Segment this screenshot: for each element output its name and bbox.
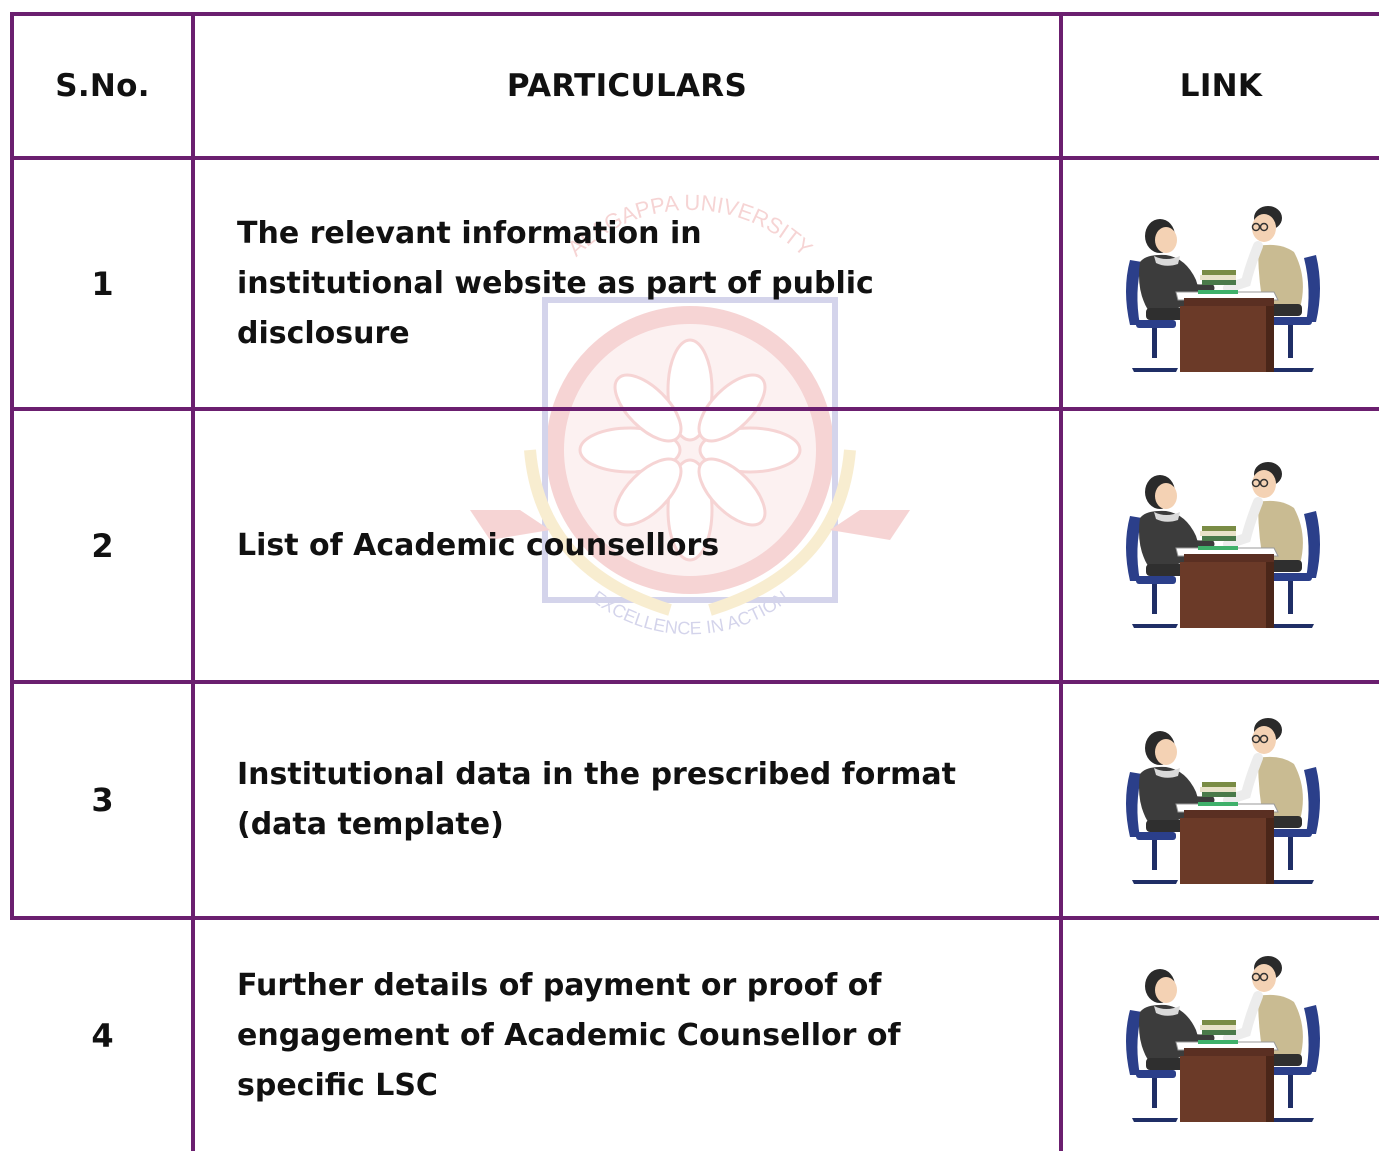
header-link: LINK [1179, 68, 1263, 104]
table-border-row1-bottom [10, 407, 1379, 411]
row-2-link-counselling-icon[interactable] [1118, 456, 1328, 636]
row-1-line-1: The relevant information in [237, 215, 702, 251]
table-border-row3-bottom [10, 916, 1379, 920]
row-4-sno: 4 [91, 1016, 114, 1055]
row-2-sno: 2 [91, 526, 114, 565]
row-1-line-3: disclosure [237, 315, 410, 351]
table-border-top [10, 12, 1379, 16]
row-1-link-counselling-icon[interactable] [1118, 200, 1328, 380]
row-4-link-counselling-icon[interactable] [1118, 950, 1328, 1130]
row-4-line-1: Further details of payment or proof of [237, 967, 882, 1003]
row-3-particulars: Institutional data in the prescribed for… [195, 684, 1059, 916]
row-1-sno: 1 [91, 264, 114, 303]
row-3-line-2: (data template) [237, 807, 504, 842]
row-1-particulars: The relevant information in institutiona… [195, 160, 1059, 407]
table-border-col2 [1059, 12, 1063, 1151]
row-2-particulars: List of Academic counsellors [195, 411, 1059, 680]
row-4-line-2: engagement of Academic Counsellor of [237, 1017, 901, 1053]
row-3-link-counselling-icon[interactable] [1118, 712, 1328, 892]
table-border-left [10, 12, 14, 920]
row-4-line-3: specific LSC [237, 1067, 438, 1103]
table-border-col1 [191, 12, 195, 1151]
row-3-line-1: Institutional data in the prescribed for… [237, 757, 956, 792]
table-border-row2-bottom [10, 680, 1379, 684]
row-3-sno: 3 [91, 781, 114, 819]
header-particulars: PARTICULARS [506, 68, 748, 104]
university-seal-watermark: ALAGAPPA UNIVERSITY EXCELLENCE IN ACTION [470, 190, 910, 660]
table-border-header-bottom [10, 156, 1379, 160]
header-sno: S.No. [55, 68, 150, 104]
row-1-line-2: institutional website as part of public [237, 265, 874, 301]
row-2-line-1: List of Academic counsellors [237, 527, 720, 563]
row-4-particulars: Further details of payment or proof of e… [195, 920, 1059, 1151]
